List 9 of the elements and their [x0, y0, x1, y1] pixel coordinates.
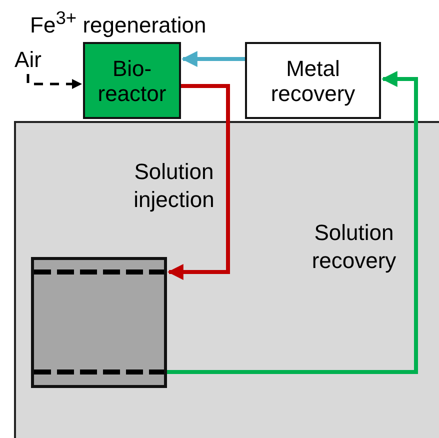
bioreactor-box: Bio-reactor [83, 42, 181, 119]
arrow [181, 51, 245, 67]
arrow [167, 71, 418, 374]
process-box: Metal recovery [245, 42, 381, 119]
input-label: Air [8, 44, 48, 74]
arrow [26, 74, 82, 89]
node-caption: Fe$^{3+}$ regeneration [30, 6, 206, 40]
arrow [167, 84, 230, 280]
ore-body [31, 257, 167, 388]
